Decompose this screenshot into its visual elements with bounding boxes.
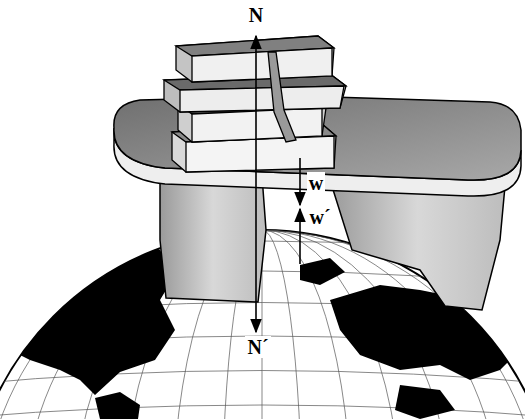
weight-arrow bbox=[299, 158, 301, 205]
force-label: w bbox=[307, 172, 325, 194]
book bbox=[176, 36, 334, 82]
bookmark-ribbon bbox=[268, 52, 296, 142]
table-leg bbox=[330, 180, 505, 310]
force-label: w´ bbox=[307, 206, 332, 228]
weight-reaction-arrow bbox=[299, 209, 301, 264]
book-stack bbox=[164, 36, 346, 172]
force-label: N´ bbox=[245, 336, 270, 358]
normal-force-arrow bbox=[255, 36, 257, 332]
table-top bbox=[114, 96, 521, 196]
force-arrows bbox=[256, 36, 300, 332]
force-label: N bbox=[247, 4, 265, 26]
table-leg bbox=[160, 170, 266, 302]
